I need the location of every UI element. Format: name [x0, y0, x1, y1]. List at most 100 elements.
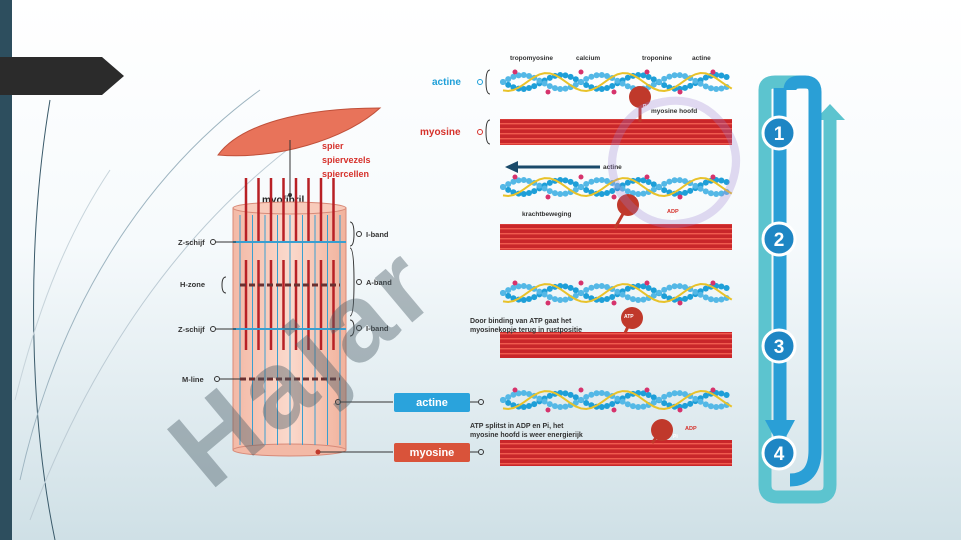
calcium-ion [611, 407, 617, 413]
actin-bead [624, 294, 631, 301]
actin-bead [624, 83, 631, 90]
actin-bead [546, 285, 553, 292]
step-number: 4 [774, 444, 785, 465]
actin-bead [604, 84, 610, 91]
actin-bead [552, 403, 558, 410]
calcium-ion [611, 300, 617, 306]
actin-bead [572, 394, 579, 401]
actin-bead [718, 177, 725, 184]
panel4-text-line2: myosine hoofd is weer energierijk [470, 432, 583, 439]
actin-bead [640, 177, 647, 184]
actin-bead [671, 390, 678, 397]
actin-bead [562, 72, 569, 79]
panel1-actine-label: actine [432, 77, 461, 88]
actin-bead [531, 188, 538, 195]
actin-bead [531, 294, 538, 301]
tropomyosin-strand [502, 72, 733, 92]
actin-bead [583, 81, 590, 88]
actin-bead [572, 186, 579, 193]
actin-bead [562, 390, 569, 397]
actin-bead [578, 183, 584, 190]
actin-bead [578, 289, 584, 296]
actin-bead [702, 294, 709, 301]
actin-bead [666, 73, 673, 80]
actin-bead [619, 291, 626, 298]
actin-bead [645, 391, 652, 398]
label-m-line: M-line [182, 375, 204, 384]
actin-bead [723, 285, 730, 292]
tropomyosin-strand [502, 177, 733, 197]
actin-bead [562, 177, 569, 184]
actin-bead [650, 186, 657, 193]
actin-bead [557, 403, 564, 410]
actin-bead [520, 283, 527, 290]
actin-bead [546, 74, 553, 81]
actin-bead [718, 72, 725, 79]
actin-bead [624, 401, 631, 408]
actin-bead [676, 283, 683, 290]
actin-bead [505, 394, 512, 401]
actin-bead [713, 190, 720, 197]
actin-bead [682, 402, 688, 409]
actin-bead [687, 82, 694, 89]
panel1-calcium: calcium [576, 55, 600, 62]
actin-bead [661, 400, 668, 407]
actin-bead [546, 188, 553, 195]
tropomyosin-strand [502, 390, 733, 410]
actin-bead [713, 403, 720, 410]
actin-bead [723, 179, 730, 186]
actine-pill: actine [394, 393, 470, 412]
actin-bead [526, 296, 532, 303]
calcium-ion [710, 387, 716, 393]
muscle-label-spiervezels: spiervezels [322, 155, 371, 165]
actin-bead [661, 293, 668, 300]
myosin-head [651, 419, 673, 441]
actin-bead [687, 400, 694, 407]
actin-bead [614, 182, 621, 189]
actin-bead [578, 78, 584, 85]
actin-bead [702, 179, 709, 186]
actin-bead [671, 72, 678, 79]
label-z-schijf-bottom: Z-schijf [178, 325, 205, 334]
actin-bead [546, 83, 553, 90]
actin-bead [520, 190, 527, 197]
actin-bead [708, 85, 714, 92]
actin-bead [645, 178, 652, 185]
actin-bead [609, 400, 616, 407]
actin-bead [650, 399, 657, 406]
actin-bead [676, 72, 683, 79]
actin-bead [661, 82, 668, 89]
actin-bead [718, 190, 725, 197]
left-accent-bar [0, 0, 12, 540]
actin-bead [552, 296, 558, 303]
actin-bead [583, 292, 590, 299]
actin-bead [520, 390, 527, 397]
actin-bead [562, 283, 569, 290]
actin-bead [656, 289, 662, 296]
actin-bead [583, 186, 590, 193]
step-number: 1 [774, 124, 785, 145]
decorative-curves [14, 89, 301, 540]
actin-bead [630, 296, 636, 303]
panel3-text-line1: Door binding van ATP gaat het [470, 318, 572, 325]
actin-bead [520, 296, 527, 303]
calcium-ion [611, 194, 617, 200]
actin-bead [536, 288, 543, 295]
actin-bead [572, 287, 579, 294]
actin-bead [604, 295, 610, 302]
actin-bead [562, 296, 569, 303]
actin-bead [661, 75, 668, 82]
calcium-ion [578, 174, 584, 180]
actin-bead [604, 189, 610, 196]
actin-bead [656, 78, 662, 85]
myosin-head [621, 307, 643, 329]
actin-bead [541, 291, 548, 298]
actin-bead [583, 181, 590, 188]
actin-bead [598, 283, 605, 290]
actin-bead [505, 186, 512, 193]
calcium-ion [644, 387, 650, 393]
calcium-ion [710, 174, 716, 180]
actin-bead [572, 292, 579, 299]
actin-bead [682, 391, 688, 398]
actin-bead [666, 284, 673, 291]
